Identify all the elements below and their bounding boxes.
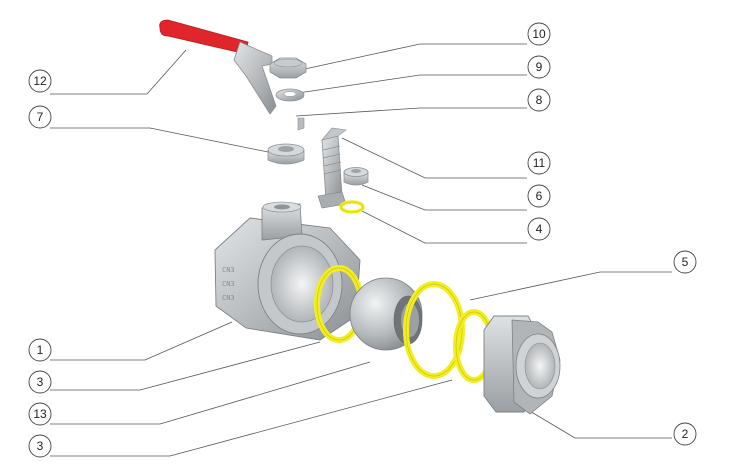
svg-text:8: 8 [536, 93, 543, 107]
callout-10: 10 [527, 22, 551, 46]
handle-tab [297, 117, 305, 131]
svg-text:9: 9 [536, 60, 543, 74]
leader-13 [50, 361, 371, 425]
svg-text:5: 5 [682, 255, 689, 269]
callout-13: 13 [28, 402, 52, 426]
handle-part [159, 19, 305, 131]
leader-1 [50, 321, 233, 361]
gland-part [267, 143, 305, 165]
leader-10 [299, 43, 527, 71]
stem-part [317, 127, 347, 209]
svg-text:1: 1 [37, 343, 44, 357]
handle-grip [159, 19, 249, 55]
leader-12 [50, 49, 187, 95]
leader-4 [359, 209, 527, 244]
stem-seal-ring [339, 200, 365, 214]
svg-text:CN3: CN3 [222, 266, 235, 274]
callout-7: 7 [28, 105, 52, 129]
leader-8 [295, 107, 527, 117]
callout-1: 1 [28, 338, 52, 362]
callout-3-lower: 3 [28, 434, 52, 458]
svg-text:11: 11 [533, 156, 546, 170]
svg-text:CN3: CN3 [222, 280, 235, 288]
leader-9 [297, 74, 527, 94]
callout-2: 2 [673, 422, 697, 446]
leader-6 [361, 184, 527, 211]
leader-3b [50, 379, 453, 457]
end-cap-part [483, 315, 561, 415]
callout-12: 12 [28, 69, 52, 93]
handle-lever [233, 41, 277, 115]
leader-lines [50, 43, 672, 457]
callout-11: 11 [527, 151, 551, 175]
svg-text:3: 3 [37, 439, 44, 453]
svg-text:3: 3 [37, 375, 44, 389]
callout-6: 6 [527, 184, 551, 208]
callout-4: 4 [527, 217, 551, 241]
svg-text:10: 10 [532, 27, 546, 41]
body-marking: CN3 CN3 CN3 [222, 266, 235, 302]
svg-text:13: 13 [33, 407, 47, 421]
callout-9: 9 [527, 55, 551, 79]
svg-text:4: 4 [536, 222, 543, 236]
svg-text:6: 6 [536, 189, 543, 203]
ball-part [349, 277, 423, 351]
seat-ring-5 [403, 281, 465, 379]
svg-text:7: 7 [37, 110, 44, 124]
valve-body-part: CN3 CN3 CN3 [214, 201, 361, 341]
callouts: 10 9 8 11 6 4 5 2 [28, 22, 697, 458]
leader-2 [527, 409, 672, 439]
leader-11 [341, 137, 527, 179]
bushing-part [343, 167, 369, 186]
svg-text:2: 2 [682, 427, 689, 441]
leader-3a [50, 341, 321, 391]
callout-5: 5 [673, 250, 697, 274]
washer-part [275, 88, 305, 102]
leader-5 [469, 271, 672, 301]
leader-7 [50, 127, 269, 153]
svg-text:CN3: CN3 [222, 294, 235, 302]
stem-nut-part [269, 57, 307, 79]
svg-text:12: 12 [33, 74, 47, 88]
callout-8: 8 [527, 88, 551, 112]
callout-3-upper: 3 [28, 370, 52, 394]
